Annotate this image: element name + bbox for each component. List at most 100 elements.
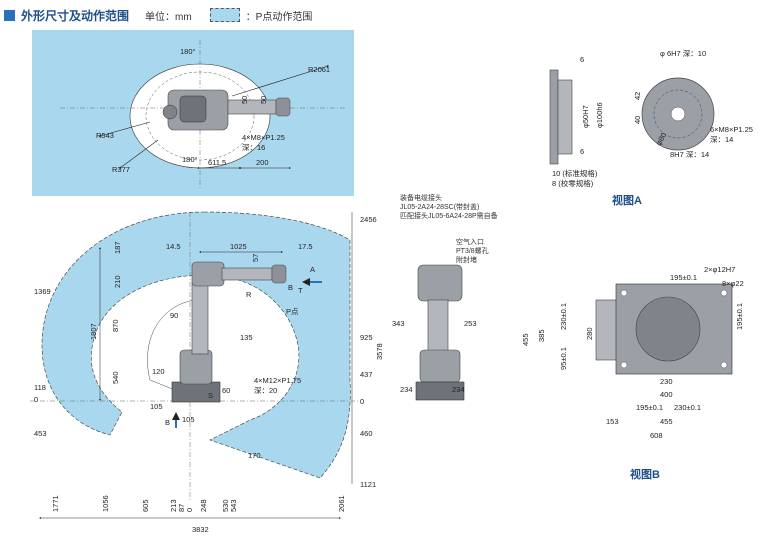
view-a-label: 视图A [612,193,642,207]
side-b-1056: 1056 [101,495,110,512]
top-r543: R543 [96,131,114,140]
view-b-608: 608 [650,431,663,440]
side-label-B-arrow: B [165,418,170,427]
side-view: 14.5 1025 17.5 187 210 57 1807 870 540 1… [30,211,384,534]
side-angle-135: 135 [240,333,253,342]
side-105b: 105 [182,415,195,424]
side-b-3832: 3832 [192,525,209,534]
top-view: 180° 180° R2061 R543 R377 611.5 200 50 5… [32,30,354,196]
view-a-6b: 6 [580,147,584,156]
side-b-605: 605 [141,499,150,512]
top-200: 200 [256,158,269,167]
front-note-2: JL05-2A24-28SC(带封盖) [400,202,479,211]
page-title: 外形尺寸及动作范围 [21,8,130,23]
view-a: 6 6 φ50H7 φ100h6 10 (标准规格) 8 (校零规格) φ 6H… [549,49,753,207]
top-50a: 50 [240,96,249,104]
top-bolt: 4×M8×P1.25 [242,133,285,142]
side-460: 460 [360,429,373,438]
top-r2061: R2061 [308,65,330,74]
side-1121: 1121 [360,480,376,489]
front-note-3: 匹配接头JL05-6A24-28P需自备 [400,211,498,220]
top-robot-body [162,89,291,131]
side-angle-120: 120 [152,367,165,376]
view-b-hole1: 2×φ12H7 [704,265,735,274]
top-50b: 50 [259,96,268,104]
view-a-10: 10 (标准规格) [552,168,598,178]
side-angle-170: 170 [248,451,261,460]
side-b-543: 543 [229,499,238,512]
side-105a: 105 [150,402,163,411]
side-label-S: S [208,391,213,400]
side-angle-90: 90 [170,311,178,320]
side-1807: 1807 [89,323,98,340]
title-marker-icon [4,9,15,21]
front-note-4: 空气入口 [456,237,484,246]
side-b-1771: 1771 [51,495,60,512]
side-0-left: 0 [34,395,38,404]
side-437: 437 [360,370,373,379]
view-b-455v: 455 [521,333,530,346]
unit-label: 单位：mm [145,11,192,23]
side-453: 453 [34,429,47,438]
front-view: 装备电缆接头 JL05-2A24-28SC(带封盖) 匹配接头JL05-6A24… [392,193,498,401]
side-label-T: T [298,286,303,295]
side-label-R: R [246,290,252,299]
view-a-8: 8 (校零规格) [552,178,594,188]
side-118: 118 [34,383,46,392]
range-legend-swatch [209,8,240,22]
view-b-195-top: 195±0.1 [670,273,697,282]
side-57: 57 [251,254,260,262]
side-14.5: 14.5 [166,242,181,251]
view-b-385: 385 [537,329,546,342]
front-note-6: 附封堵 [456,255,477,264]
view-b-230: 230 [660,377,673,386]
side-robot-body [171,261,287,403]
front-234b: 234 [452,385,465,394]
side-b-87: 87 [177,504,186,512]
view-a-pin: 8H7 深：14 [670,150,709,159]
side-bolt: 4×M12×P1.75 [254,376,301,385]
top-bolt-depth: 深：16 [242,143,265,152]
view-b-label: 视图B [630,467,660,481]
top-angle-180-top: 180° [180,47,196,56]
header: 外形尺寸及动作范围 单位：mm ：P点动作范围 [4,6,312,24]
view-a-bolt: 6×M8×P1.25 [710,125,753,134]
side-label-A: A [310,265,315,274]
side-b-0: 0 [185,508,194,512]
view-b-95: 95±0.1 [559,347,568,370]
view-a-hole: φ 6H7 深：10 [660,49,706,58]
view-a-bolt-depth: 深：14 [710,135,733,144]
front-note-1: 装备电缆接头 [400,193,442,202]
view-a-42: 42 [633,92,642,100]
view-b-hole2: 8×φ22 [722,279,744,288]
side-b-530: 530 [221,499,230,512]
view-a-6a: 6 [580,55,584,64]
view-b-455: 455 [660,417,673,426]
side-1025: 1025 [230,242,247,251]
view-b-195b: 195±0.1 [636,403,663,412]
view-b-400: 400 [660,390,673,399]
view-a-40: 40 [633,116,642,124]
top-611: 611.5 [208,158,226,167]
view-b-153: 153 [606,417,619,426]
view-b-230v: 230±0.1 [559,303,568,330]
view-a-phi50: φ50H7 [581,105,590,128]
view-b-195v: 195±0.1 [735,303,744,330]
side-210: 210 [113,275,122,288]
view-b: 195±0.1 2×φ12H7 8×φ22 195±0.1 455 385 95… [521,265,744,481]
side-b-2061: 2061 [337,495,346,512]
side-b-248: 248 [199,499,208,512]
side-1369: 1369 [34,287,51,296]
front-343: 343 [392,319,405,328]
front-robot-body [415,264,465,401]
top-angle-180-bottom: 180° [182,155,198,164]
front-234a: 234 [400,385,413,394]
side-bolt-depth: 深：20 [254,386,277,395]
top-r377: R377 [112,165,130,174]
side-540: 540 [111,371,120,384]
side-925: 925 [360,333,373,342]
range-legend-label: ：P点动作范围 [245,11,313,23]
side-b-213: 213 [169,499,178,512]
